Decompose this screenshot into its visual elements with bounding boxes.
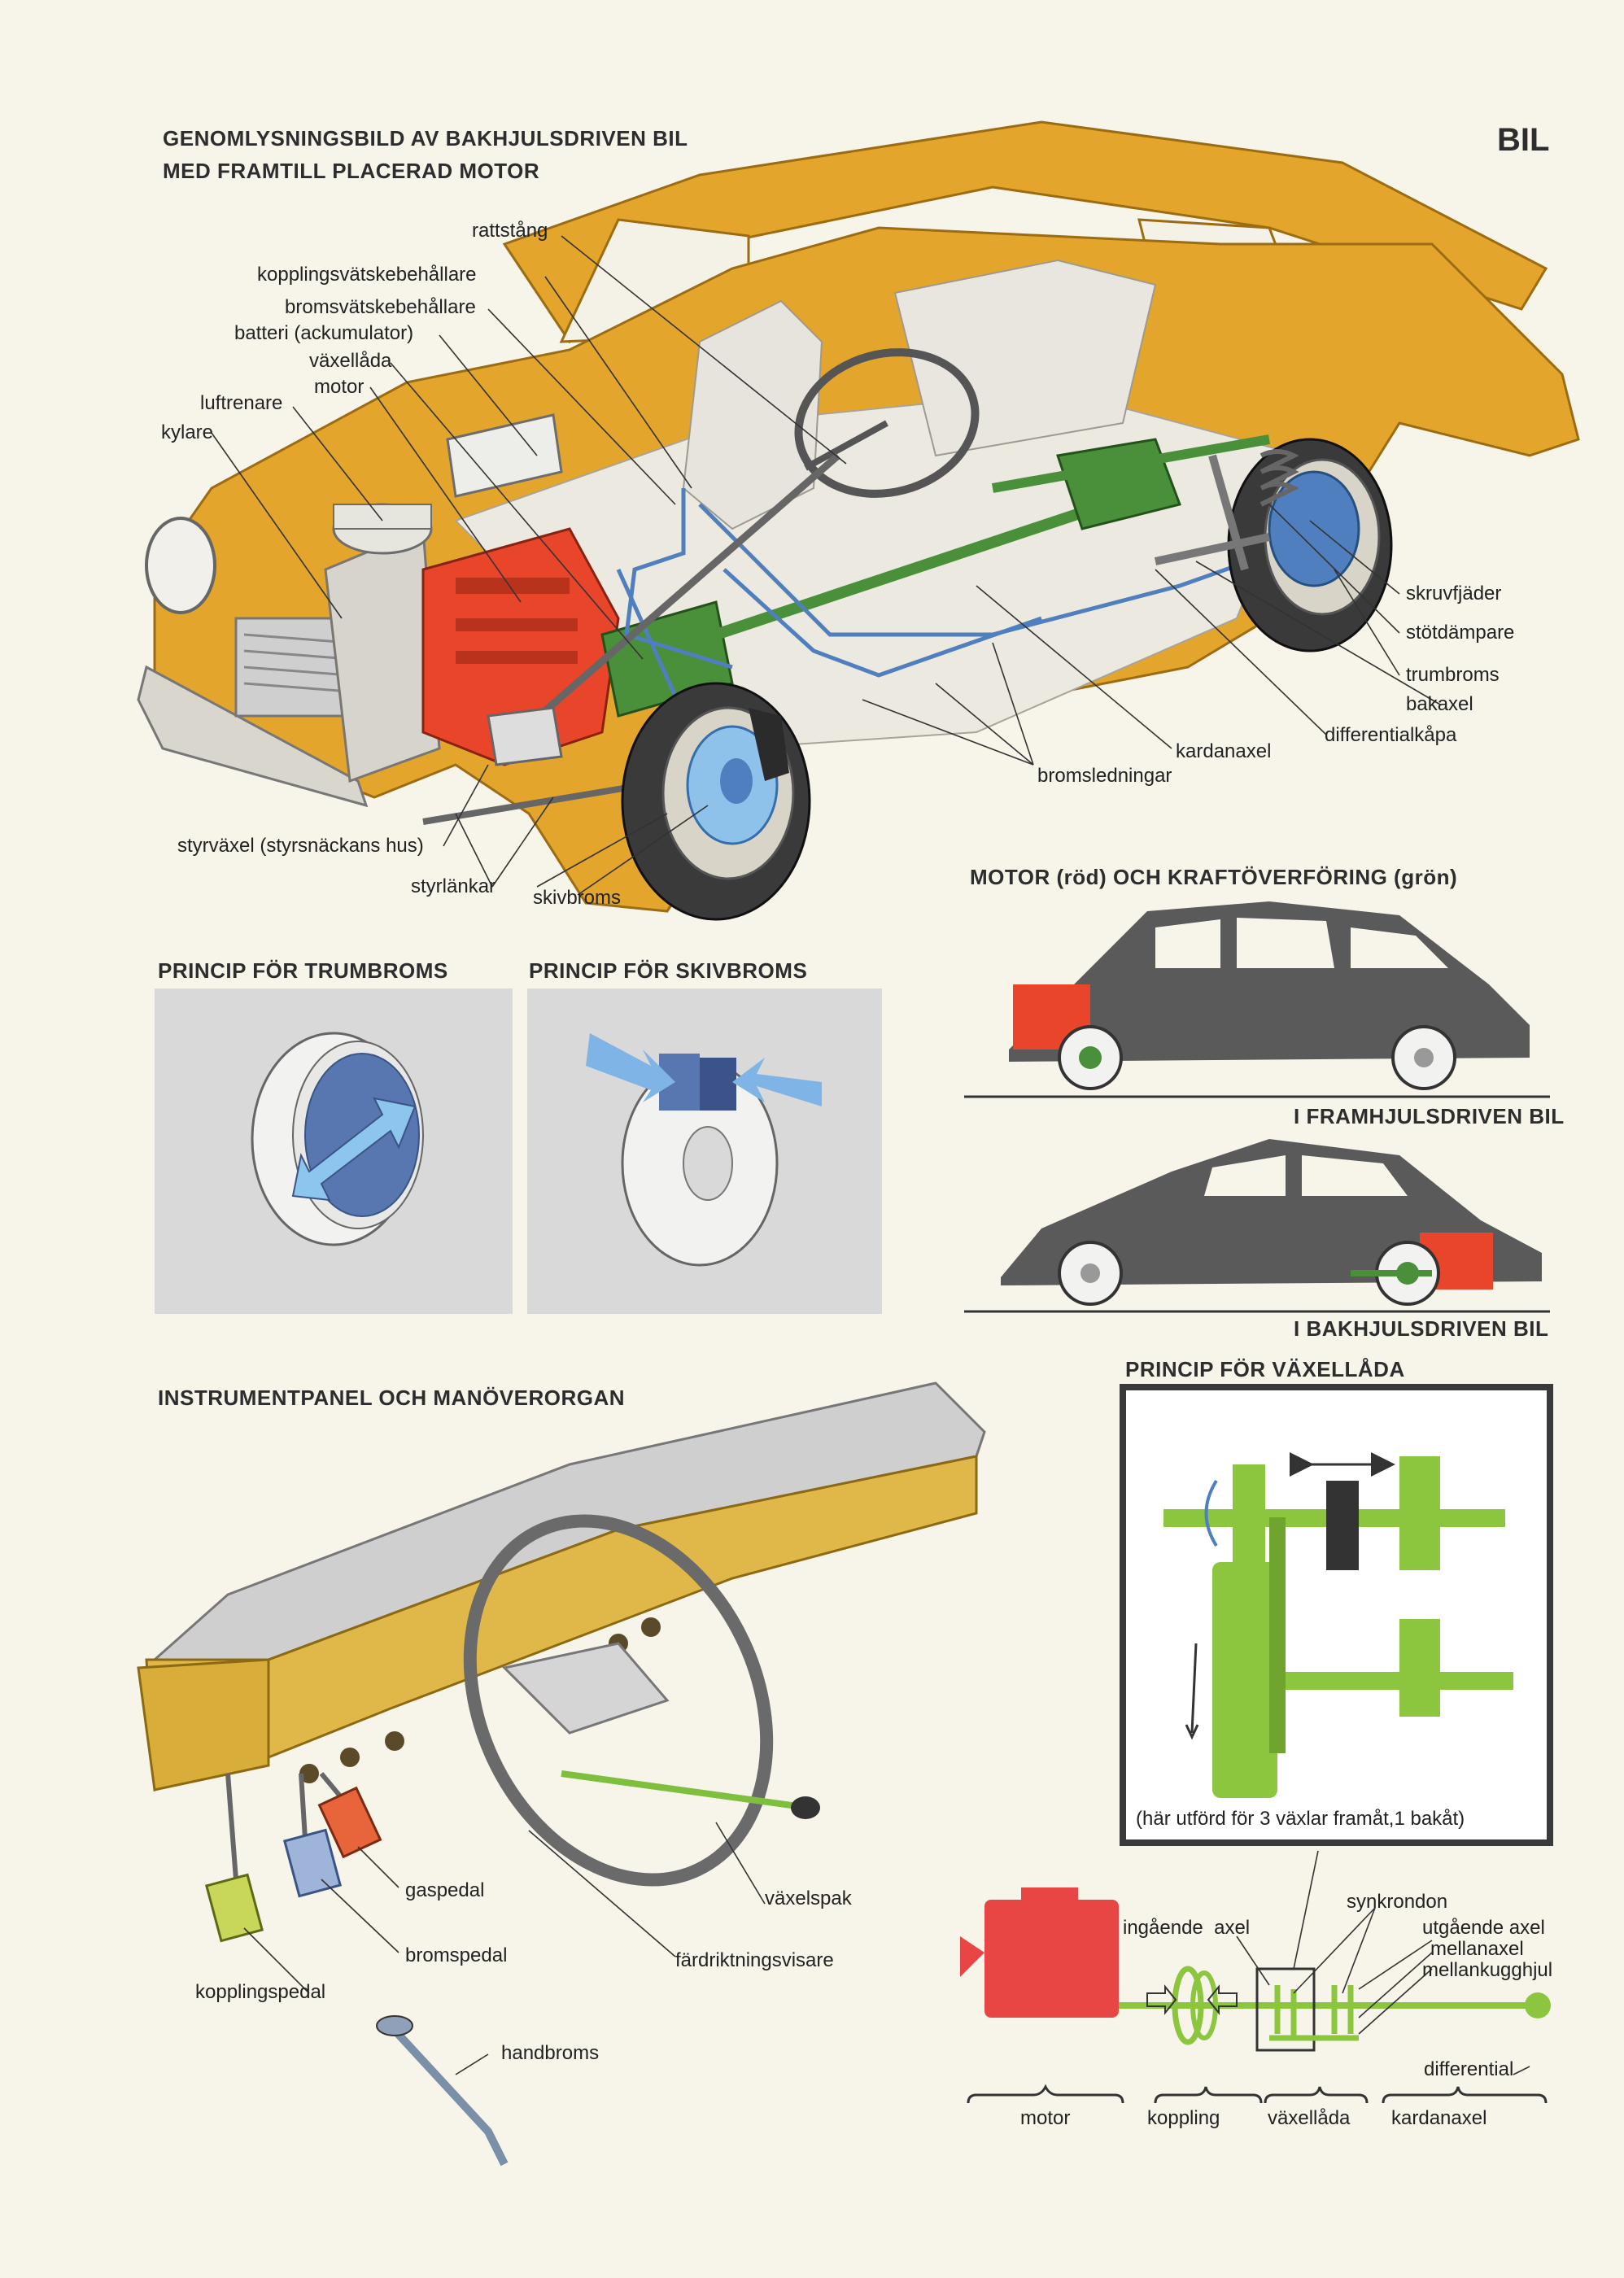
front-drive-caption: I FRAMHJULSDRIVEN BIL	[1294, 1104, 1565, 1128]
main-diagram-title-line2: MED FRAMTILL PLACERAD MOTOR	[163, 159, 540, 183]
disc-brake-title: PRINCIP FÖR SKIVBROMS	[529, 958, 808, 983]
label-schematic-motor: motor	[1020, 2107, 1071, 2129]
label-batteri: batteri (ackumulator)	[234, 322, 414, 344]
label-schematic-kardanaxel: kardanaxel	[1391, 2107, 1487, 2129]
label-bakaxel: bakaxel	[1406, 693, 1473, 715]
label-mellanaxel: mellanaxel	[1430, 1938, 1524, 1960]
motor-section-title: MOTOR (röd) OCH KRAFTÖVERFÖRING (grön)	[970, 865, 1458, 889]
label-schematic-koppling: koppling	[1147, 2107, 1220, 2129]
main-car-illustration	[137, 120, 1580, 921]
page-title: BIL	[1497, 122, 1550, 158]
label-fardriktningsvisare: färdriktningsvisare	[675, 1949, 834, 1971]
gearbox-principle-diagram	[1120, 1384, 1553, 1846]
label-motor: motor	[314, 376, 365, 398]
label-kardanaxel: kardanaxel	[1176, 740, 1272, 762]
label-bromsvatskebehallare: bromsvätskebehållare	[285, 296, 476, 318]
label-skruvfjader: skruvfjäder	[1406, 583, 1502, 604]
label-bromsledningar: bromsledningar	[1037, 765, 1172, 787]
gearbox-caption: (här utförd för 3 växlar framåt,1 bakåt)	[1136, 1808, 1465, 1830]
label-ingaende-axel: ingående axel	[1123, 1917, 1251, 1939]
dashboard-title: INSTRUMENTPANEL OCH MANÖVERORGAN	[158, 1386, 626, 1410]
rear-drive-caption: I BAKHJULSDRIVEN BIL	[1294, 1316, 1549, 1341]
label-bromspedal: bromspedal	[405, 1944, 508, 1966]
main-diagram-title-line1: GENOMLYSNINGSBILD AV BAKHJULSDRIVEN BIL	[163, 126, 688, 151]
disc-brake-diagram	[527, 988, 882, 1314]
label-styrlankar: styrlänkar	[411, 875, 496, 897]
label-stotdampare: stötdämpare	[1406, 622, 1515, 644]
label-differential: differential	[1424, 2058, 1514, 2080]
label-schematic-vaxellada: växellåda	[1268, 2107, 1351, 2129]
label-kylare: kylare	[161, 421, 214, 443]
label-rattstang: rattstång	[472, 220, 548, 242]
drum-brake-diagram	[155, 988, 513, 1314]
front-drive-car-silhouette	[964, 901, 1550, 1098]
drum-brake-title: PRINCIP FÖR TRUMBROMS	[158, 958, 448, 983]
gearbox-title: PRINCIP FÖR VÄXELLÅDA	[1125, 1357, 1405, 1381]
label-luftrenare: luftrenare	[200, 392, 283, 414]
label-gaspedal: gaspedal	[405, 1879, 485, 1901]
label-trumbroms: trumbroms	[1406, 664, 1500, 686]
label-styrvaxel: styrväxel (styrsnäckans hus)	[177, 835, 424, 857]
dashboard-illustration	[137, 1381, 986, 2167]
label-utgaende-axel: utgående axel	[1422, 1917, 1545, 1939]
label-kopplingspedal: kopplingspedal	[195, 1981, 326, 2003]
label-differentialkapa: differentialkåpa	[1325, 724, 1457, 746]
label-handbroms: handbroms	[501, 2042, 600, 2064]
drivetrain-schematic	[960, 1850, 1551, 2104]
gearbox-caption-box: (här utförd för 3 växlar framåt,1 bakåt)	[1133, 1806, 1543, 1834]
label-vaxellada: växellåda	[309, 350, 392, 372]
label-synkrondon: synkrondon	[1347, 1891, 1448, 1913]
rear-drive-car-silhouette	[964, 1139, 1550, 1313]
label-vaxelspak: växelspak	[765, 1887, 852, 1909]
label-mellankugghjul: mellankugghjul	[1422, 1959, 1553, 1981]
label-skivbroms: skivbroms	[533, 887, 622, 909]
label-kopplingsvatskebehallare: kopplingsvätskebehållare	[257, 264, 477, 286]
